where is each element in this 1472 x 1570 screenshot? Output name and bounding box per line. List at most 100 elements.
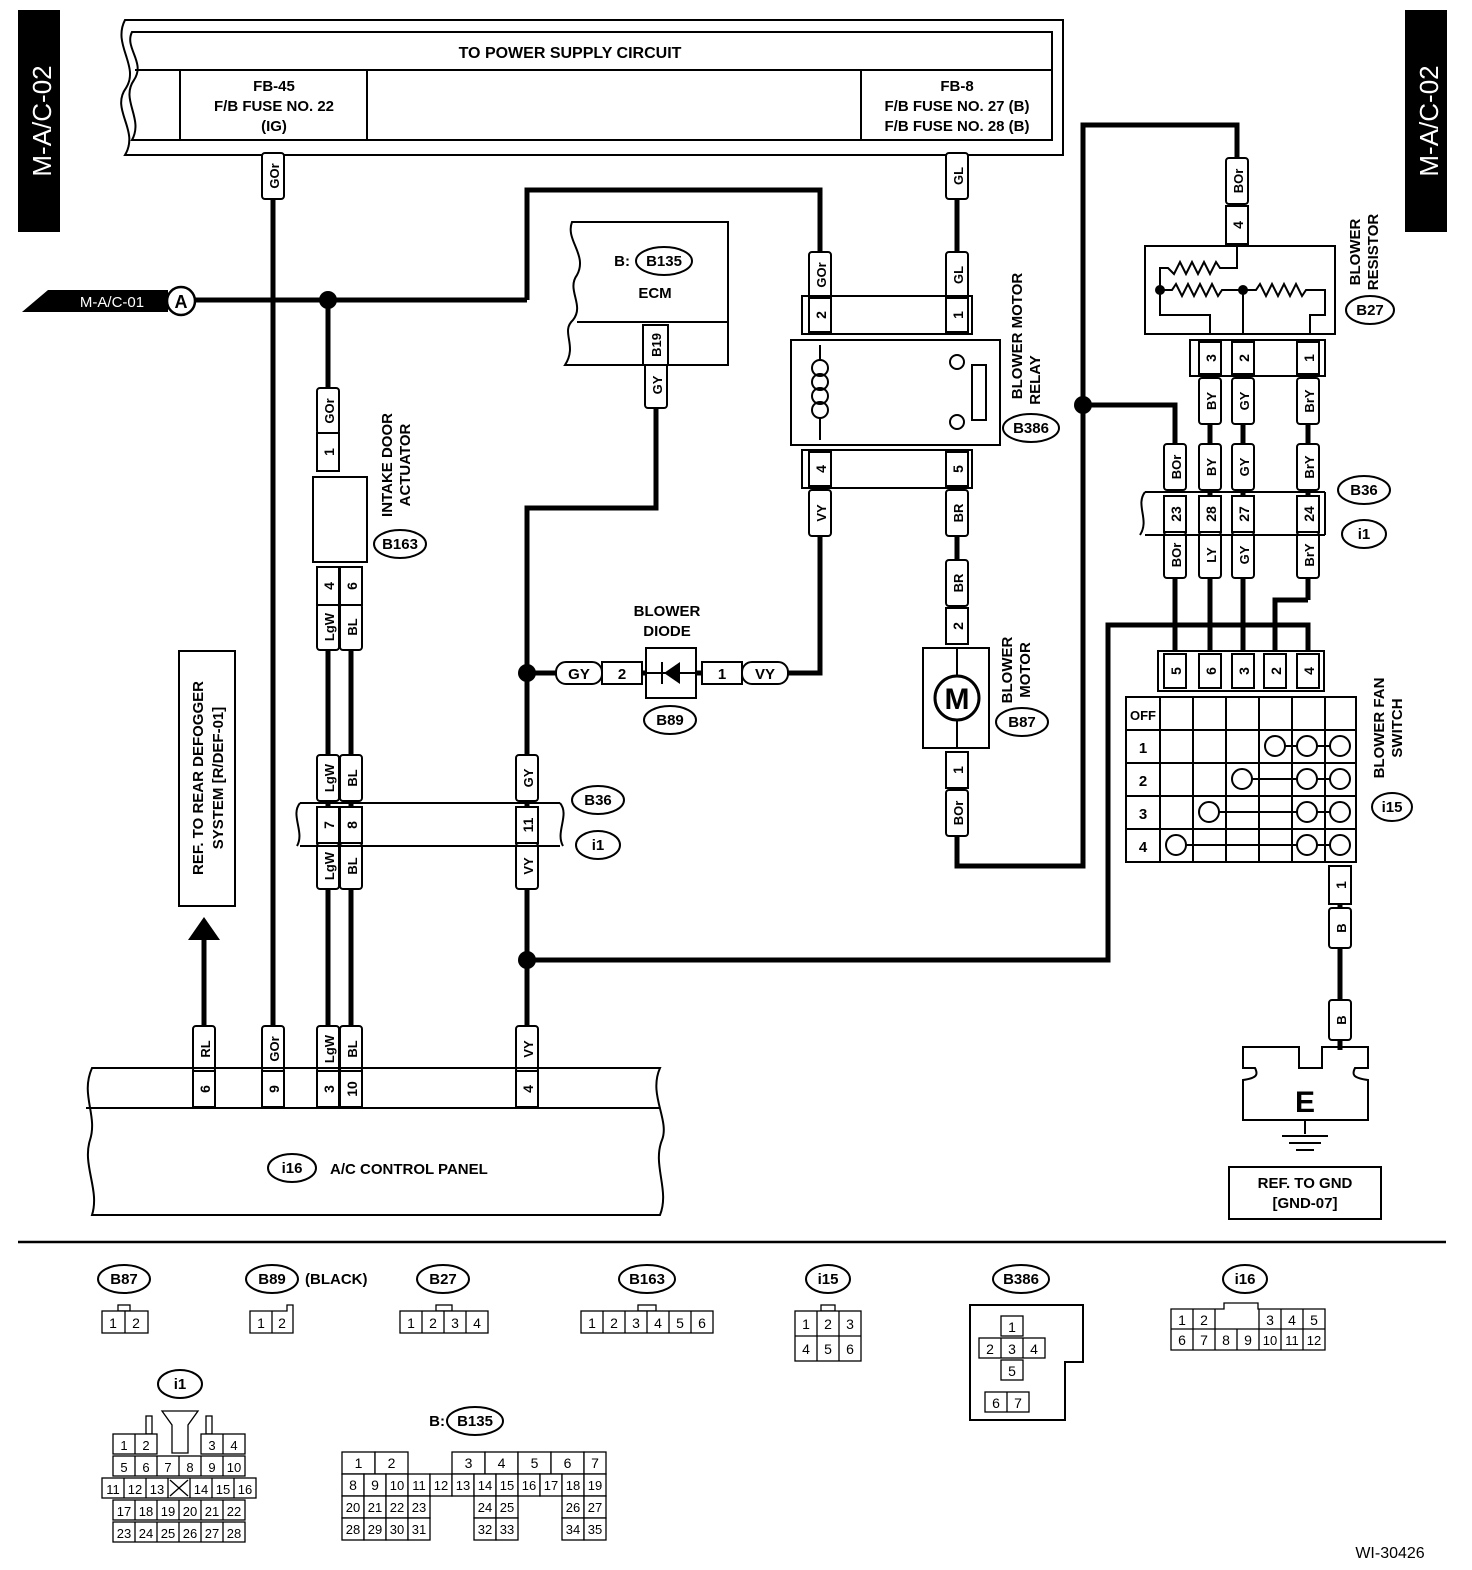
svg-text:B89: B89 [258,1271,286,1288]
svg-text:15: 15 [216,1482,230,1497]
svg-text:1: 1 [802,1316,810,1332]
ground-point: E REF. TO GND [GND-07] [1228,1046,1382,1220]
svg-text:24: 24 [139,1526,153,1541]
wire-label-gl: GL [945,251,969,299]
svg-text:6: 6 [344,582,360,590]
svg-text:B89: B89 [656,712,684,729]
svg-text:B87: B87 [110,1271,138,1288]
svg-text:4: 4 [230,1438,237,1453]
svg-text:10: 10 [227,1460,241,1475]
pin-number: 22 [390,1500,404,1515]
svg-text:1: 1 [588,1315,596,1331]
svg-text:4: 4 [1030,1341,1038,1357]
pin-number: 8 [349,1477,357,1493]
svg-text:4: 4 [813,465,829,473]
svg-text:5: 5 [1310,1312,1318,1328]
wire-label-bl: BL [339,842,363,890]
svg-text:INTAKE DOOR: INTAKE DOOR [379,413,396,517]
svg-text:5: 5 [950,465,966,473]
svg-text:GY: GY [568,666,590,683]
svg-text:BR: BR [951,573,966,592]
wire-label-vy: VY [808,489,832,537]
pin-number: 34 [566,1522,580,1537]
pin-number: 24 [478,1500,492,1515]
svg-text:i15: i15 [1382,799,1403,816]
svg-text:REF. TO GND: REF. TO GND [1258,1175,1353,1192]
wire-label-gy: GY [1231,377,1255,425]
pin-number: 10 [390,1478,404,1493]
svg-text:5: 5 [676,1315,684,1331]
wire-label-bry: BrY [1296,531,1320,579]
svg-text:7: 7 [1014,1395,1022,1411]
svg-text:M-A/C-02: M-A/C-02 [27,65,57,176]
pin-cell [583,1517,607,1541]
wire-label-bor: BOr [1163,531,1187,579]
svg-text:MOTOR: MOTOR [1017,642,1034,698]
svg-text:VY: VY [814,504,829,522]
svg-text:3: 3 [632,1315,640,1331]
svg-text:14: 14 [194,1482,208,1497]
svg-text:BR: BR [951,503,966,522]
pin-number: 6 [564,1455,572,1471]
svg-text:19: 19 [161,1504,175,1519]
svg-text:3: 3 [1266,1312,1274,1328]
svg-text:GY: GY [1237,457,1252,476]
svg-text:10: 10 [1263,1333,1277,1348]
svg-text:FB-8: FB-8 [940,78,973,95]
svg-text:LY: LY [1204,547,1219,563]
svg-text:3: 3 [1203,354,1219,362]
pin-number: 29 [368,1522,382,1537]
wire-label-gl: GL [945,152,969,200]
svg-text:BY: BY [1204,458,1219,476]
svg-text:9: 9 [1244,1332,1252,1348]
wire-label-gy: GY [1231,531,1255,579]
svg-text:F/B FUSE NO. 28 (B): F/B FUSE NO. 28 (B) [884,118,1029,135]
svg-text:7: 7 [1200,1332,1208,1348]
svg-text:LgW: LgW [322,763,337,792]
wire-label-bry: BrY [1296,443,1320,491]
svg-text:BL: BL [345,769,360,786]
svg-text:1: 1 [1139,740,1147,757]
wire-label-rl: RL [192,1025,216,1073]
switch-contacts [1165,735,1351,856]
svg-text:23: 23 [1168,506,1184,522]
svg-text:1: 1 [407,1315,415,1331]
wire-label-gy: GY [515,754,539,802]
svg-text:i15: i15 [818,1271,839,1288]
pin-number: 28 [346,1522,360,1537]
svg-text:9: 9 [208,1460,215,1475]
power-title: TO POWER SUPPLY CIRCUIT [459,45,682,62]
svg-text:BL: BL [345,857,360,874]
svg-text:B: B [1334,923,1349,932]
svg-text:18: 18 [139,1504,153,1519]
svg-text:B135: B135 [457,1413,493,1430]
svg-text:6: 6 [197,1085,213,1093]
svg-text:B27: B27 [429,1271,457,1288]
blower-resistor: 4 3 2 1 BLOWER RESISTOR B27 [1144,205,1395,377]
wire-label-b: B [1328,907,1352,949]
pin-number: 9 [371,1477,379,1493]
svg-text:1: 1 [1008,1319,1016,1335]
svg-text:4: 4 [1230,221,1246,229]
svg-text:RELAY: RELAY [1027,355,1044,404]
svg-text:LgW: LgW [322,1034,337,1063]
wire-label-ly: LY [1198,531,1222,579]
svg-text:BLOWER FAN: BLOWER FAN [1371,678,1388,779]
svg-text:BLOWER: BLOWER [1347,219,1364,286]
power-supply-block: TO POWER SUPPLY CIRCUIT FB-45 F/B FUSE N… [120,19,1064,156]
svg-text:2: 2 [429,1315,437,1331]
svg-text:M-A/C-02: M-A/C-02 [1414,65,1444,176]
svg-text:i16: i16 [282,1160,303,1177]
svg-text:1: 1 [1178,1312,1186,1328]
svg-text:BY: BY [1204,392,1219,410]
wire-label-bl: BL [339,754,363,802]
svg-text:21: 21 [205,1504,219,1519]
svg-text:3: 3 [208,1438,215,1453]
wire-label-gy: GY [644,361,668,409]
pin-number: 3 [465,1455,473,1471]
